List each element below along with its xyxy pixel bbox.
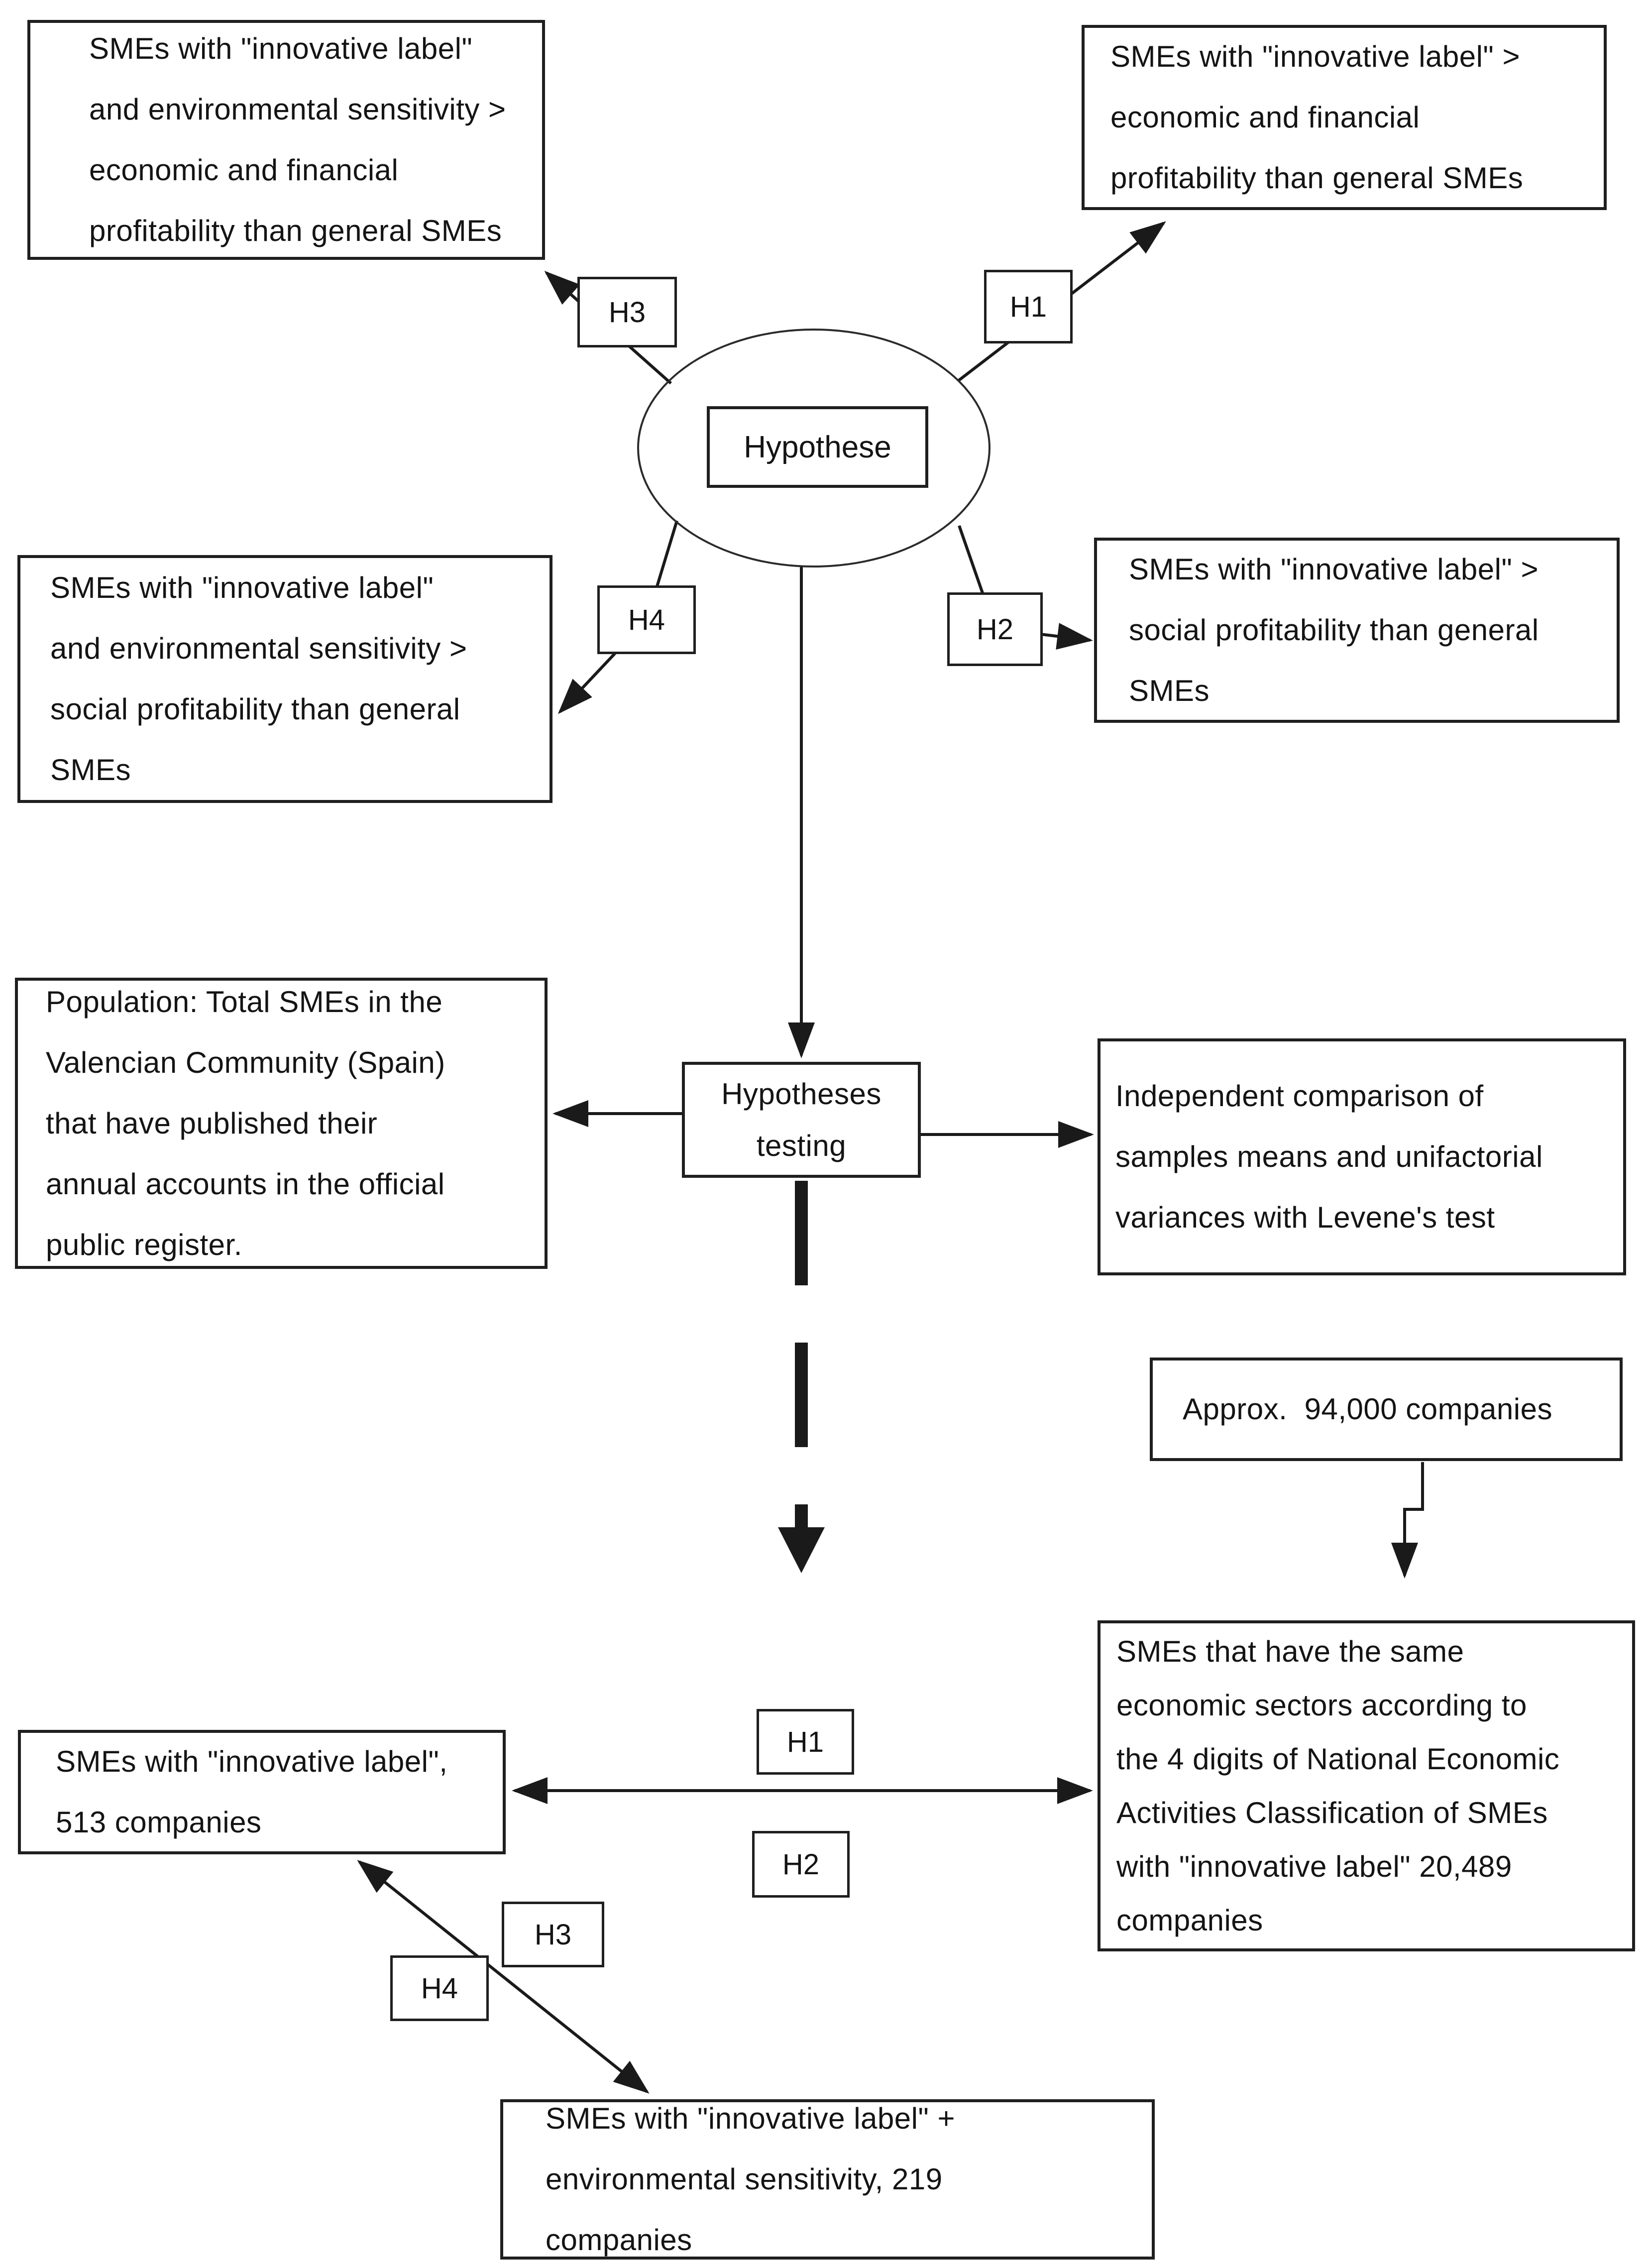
same-sectors-box: SMEs that have the same economic sectors…	[1098, 1620, 1635, 1951]
arrow-approx-to-sectors	[1391, 1462, 1424, 1579]
hypothese-ellipse	[637, 329, 991, 567]
box-h1-hypothesis: SMEs with "innovative label" > economic …	[1082, 25, 1607, 210]
innovative-513-text: SMEs with "innovative label", 513 compan…	[56, 1745, 448, 1839]
hypotheses-testing-box: Hypotheses testing	[682, 1062, 921, 1178]
dashed-arrow-head	[778, 1527, 825, 1573]
box-h2-hypothesis-text: SMEs with "innovative label" > social pr…	[1129, 553, 1539, 707]
approx-companies-box: Approx. 94,000 companies	[1150, 1358, 1623, 1461]
h3-label-bottom: H3	[502, 1902, 604, 1967]
h2-label-bottom: H2	[752, 1831, 850, 1898]
levene-test-box: Independent comparison of samples means …	[1098, 1038, 1626, 1275]
box-h1-hypothesis-text: SMEs with "innovative label" > economic …	[1110, 40, 1524, 195]
h1-label-top-text: H1	[1009, 290, 1047, 323]
box-h4-hypothesis: SMEs with "innovative label" and environ…	[17, 555, 552, 803]
box-h3-hypothesis: SMEs with "innovative label" and environ…	[27, 20, 545, 260]
double-arrow-h3-h4	[357, 1860, 650, 2094]
h3-label-bottom-text: H3	[534, 1918, 572, 1951]
approx-companies-text: Approx. 94,000 companies	[1183, 1392, 1552, 1426]
h4-label-bottom-text: H4	[421, 1972, 458, 2005]
levene-test-text: Independent comparison of samples means …	[1115, 1079, 1543, 1234]
h1-label-bottom: H1	[757, 1709, 854, 1775]
hypothese-node: Hypothese	[707, 406, 928, 488]
hypotheses-testing-text: Hypotheses testing	[721, 1077, 881, 1162]
h3-label-top: H3	[577, 277, 677, 347]
h2-label-top-text: H2	[976, 613, 1014, 646]
box-h4-hypothesis-text: SMEs with "innovative label" and environ…	[50, 571, 467, 787]
innovative-env-219-box: SMEs with "innovative label" + environme…	[500, 2099, 1155, 2260]
same-sectors-text: SMEs that have the same economic sectors…	[1116, 1634, 1560, 1937]
box-h3-hypothesis-text: SMEs with "innovative label" and environ…	[89, 32, 506, 247]
h4-label-top: H4	[597, 585, 696, 654]
hypothese-label: Hypothese	[744, 430, 891, 464]
h1-label-top: H1	[984, 270, 1073, 343]
box-h2-hypothesis: SMEs with "innovative label" > social pr…	[1094, 538, 1620, 723]
population-box: Population: Total SMEs in the Valencian …	[15, 978, 548, 1269]
innovative-env-219-text: SMEs with "innovative label" + environme…	[546, 2102, 955, 2257]
h2-label-bottom-text: H2	[782, 1848, 820, 1881]
h1-label-bottom-text: H1	[786, 1725, 824, 1758]
population-box-text: Population: Total SMEs in the Valencian …	[46, 985, 445, 1261]
h2-label-top: H2	[947, 592, 1043, 666]
h3-label-top-text: H3	[608, 296, 646, 329]
h4-label-bottom: H4	[390, 1955, 489, 2021]
innovative-513-box: SMEs with "innovative label", 513 compan…	[18, 1730, 506, 1854]
h4-label-top-text: H4	[628, 603, 665, 636]
